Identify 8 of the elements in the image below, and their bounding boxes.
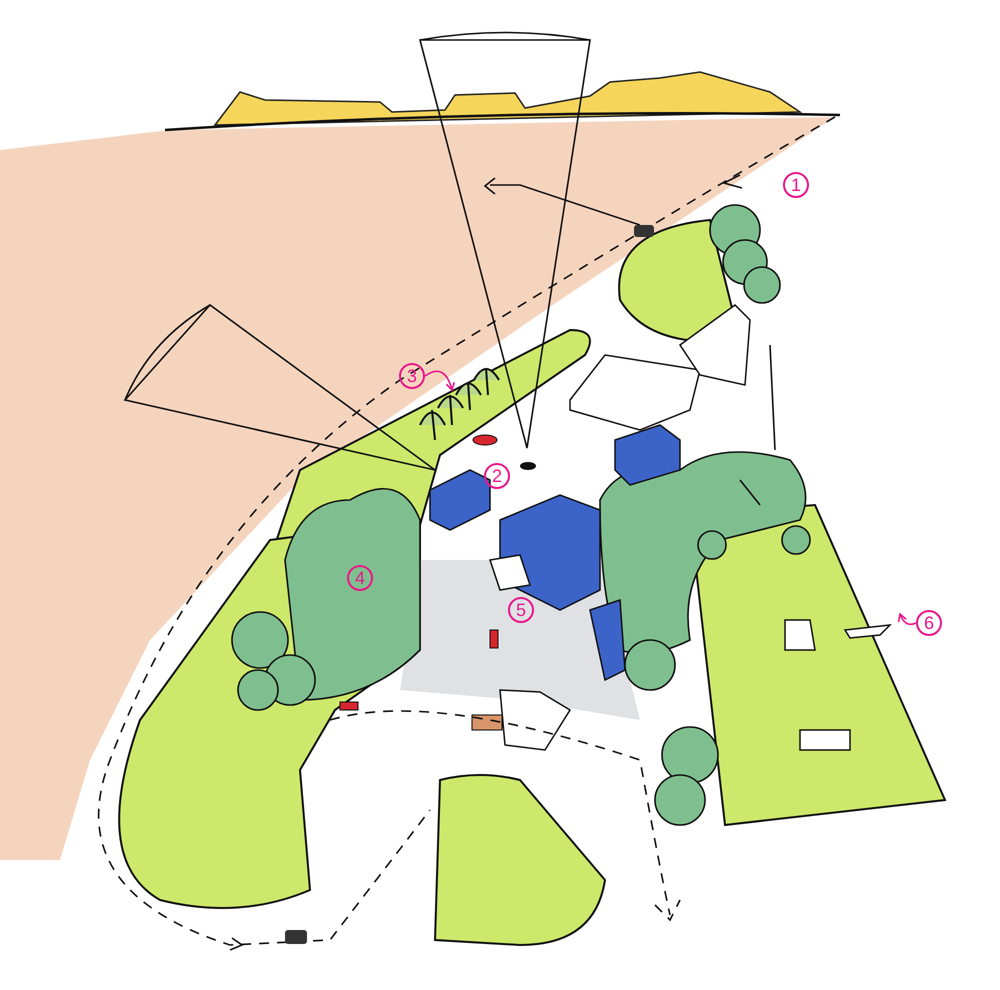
callout-number: 4 — [347, 565, 373, 591]
callout-number: 2 — [484, 463, 510, 489]
callout-number: 1 — [783, 172, 809, 198]
leader-line — [898, 613, 916, 626]
callout-number: 6 — [916, 610, 942, 636]
leader-line — [424, 370, 455, 391]
callout-number: 5 — [508, 597, 534, 623]
callout-number: 3 — [399, 363, 425, 389]
